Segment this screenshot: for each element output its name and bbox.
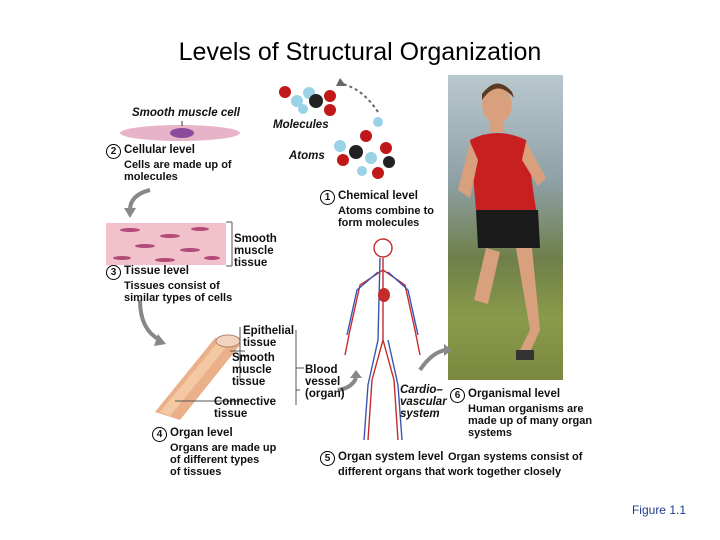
arrow-organ-to-system xyxy=(337,377,358,392)
cardio-label-2: vascular xyxy=(400,396,447,408)
blood-label-1: Blood xyxy=(305,364,338,376)
level-2-desc-1: Cells are made up of xyxy=(124,159,232,171)
blood-vessel-label: Blood vessel (organ) xyxy=(305,364,345,400)
smooth2-label-1: Smooth xyxy=(232,352,275,364)
epithelial-label-1: Epithelial xyxy=(243,325,295,337)
atom-cluster xyxy=(334,117,395,179)
level-6-name: Organismal level xyxy=(468,388,561,400)
level-1-number: 1 xyxy=(320,190,335,205)
smooth-muscle-tissue-label-1: Smooth xyxy=(234,233,277,245)
connective-tissue-label: Connective tissue xyxy=(214,396,276,420)
level-1-name: Chemical level xyxy=(338,190,418,202)
epithelial-tissue-label: Epithelial tissue xyxy=(243,325,294,349)
level-2-number: 2 xyxy=(106,144,121,159)
arrow-tissue-to-organ xyxy=(138,299,161,342)
level-5-desc-2: different organs that work together clos… xyxy=(338,466,562,478)
level-4-desc-2: of different types xyxy=(170,454,260,466)
smooth-muscle-tissue-label: Smooth muscle tissue xyxy=(234,233,277,269)
level-4-desc-3: of tissues xyxy=(170,466,222,478)
level-5-name: Organ system level xyxy=(338,451,444,463)
level-5-desc-1: Organ systems consist of xyxy=(447,451,583,463)
smooth-muscle-cell-label: Smooth muscle cell xyxy=(132,107,241,119)
level-1-desc-1: Atoms combine to xyxy=(338,205,434,217)
level-3-desc-1: Tissues consist of xyxy=(124,280,220,292)
connective-label-1: Connective xyxy=(214,396,276,408)
level-4-desc-1: Organs are made up xyxy=(170,442,277,454)
level-2-name: Cellular level xyxy=(124,144,195,156)
blood-label-2: vessel xyxy=(305,376,341,388)
smooth-muscle-tissue-label-2: Smooth muscle tissue xyxy=(232,352,275,388)
level-6-desc-1: Human organisms are xyxy=(468,403,584,415)
epithelial-label-2: tissue xyxy=(243,337,277,349)
level-6-desc-2: made up of many organ xyxy=(468,415,593,427)
runner-figure xyxy=(458,83,546,360)
level-2-desc-2: molecules xyxy=(124,171,178,183)
atoms-label: Atoms xyxy=(289,150,325,162)
connective-label-2: tissue xyxy=(214,408,248,420)
level-3-number: 3 xyxy=(106,265,121,280)
arrow-cell-to-tissue xyxy=(128,188,151,211)
cardiovascular-figure xyxy=(344,238,421,441)
arrow-atoms-to-molecules xyxy=(341,83,379,113)
cardiovascular-system-label: Cardio– vascular system xyxy=(400,384,447,420)
smooth2-label-2: muscle xyxy=(232,364,272,376)
level-3-name: Tissue level xyxy=(124,265,189,277)
cardio-label-3: system xyxy=(400,408,440,420)
smooth-muscle-tissue-label-3: tissue xyxy=(234,257,268,269)
level-4-number: 4 xyxy=(152,427,167,442)
slide-title: Levels of Structural Organization xyxy=(178,38,542,66)
smooth2-label-3: tissue xyxy=(232,376,266,388)
level-3-desc-2: similar types of cells xyxy=(124,292,233,304)
level-6-desc-3: systems xyxy=(468,427,513,439)
level-4-name: Organ level xyxy=(170,427,233,439)
smooth-muscle-tissue-image xyxy=(106,223,226,265)
level-1-desc-2: form molecules xyxy=(338,217,420,229)
arrow-system-to-organism xyxy=(418,348,447,372)
figure-label: Figure 1.1 xyxy=(631,503,686,517)
molecule-cluster xyxy=(279,86,336,116)
molecules-label: Molecules xyxy=(273,119,329,131)
cardio-label-1: Cardio– xyxy=(400,384,443,396)
level-6-number: 6 xyxy=(450,388,465,403)
blood-label-3: (organ) xyxy=(305,388,345,400)
level-5-number: 5 xyxy=(320,451,335,466)
smooth-muscle-tissue-label-2: muscle xyxy=(234,245,274,257)
